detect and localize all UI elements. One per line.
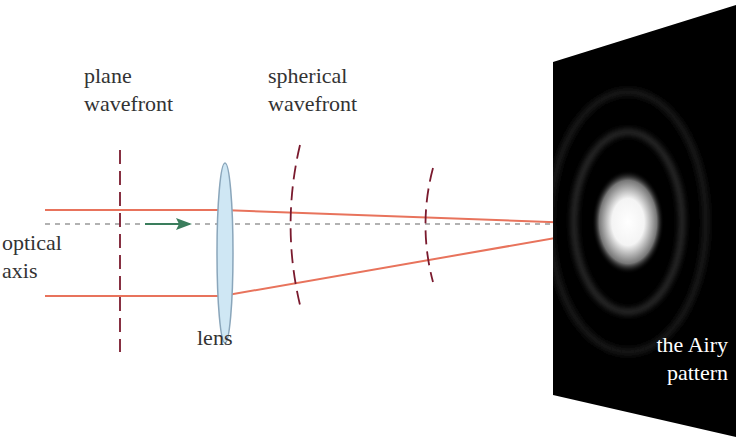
screen: the Airy pattern [553, 0, 736, 437]
plane-wavefront [119, 150, 121, 352]
lens-label: lens [197, 324, 257, 352]
axis-label: optical axis [2, 229, 82, 285]
wavefront-label: plane wavefront [84, 62, 184, 118]
direction-arrowhead [176, 218, 192, 230]
light-rays [45, 210, 630, 296]
wavefront-label: spherical wavefront [268, 62, 376, 118]
spherical-wavefront [291, 145, 300, 305]
lens-shape [217, 163, 233, 343]
screen-label: the Airy pattern [616, 331, 728, 387]
optical-axis-line [45, 223, 630, 225]
direction-arrow [145, 223, 180, 225]
spherical-wavefront [425, 168, 433, 282]
